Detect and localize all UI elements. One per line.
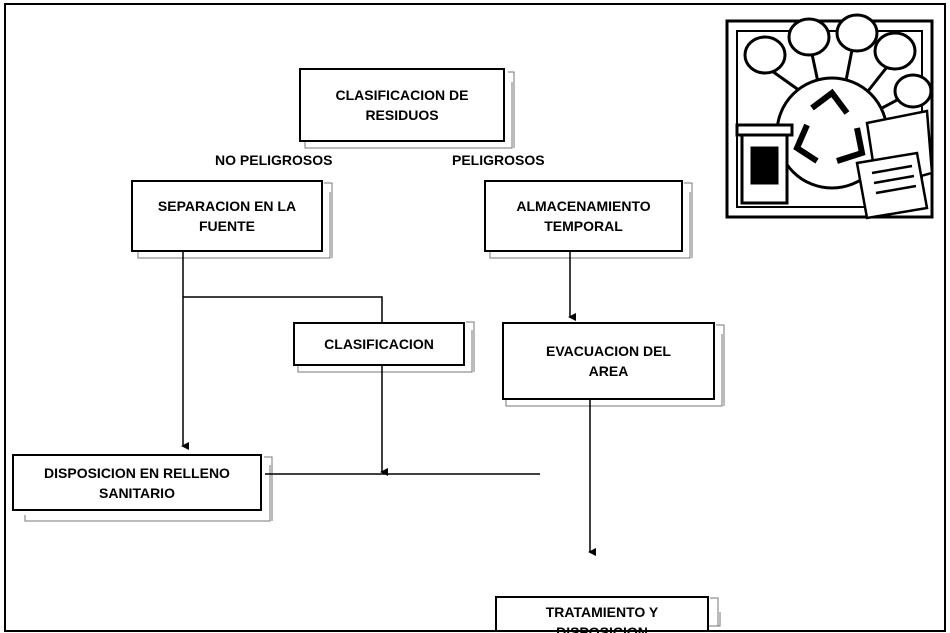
trash-can-icon (735, 123, 794, 205)
box-separacion-fuente: SEPARACION EN LA FUENTE (131, 180, 323, 252)
box-tratamiento-disposicion-label: TRATAMIENTO Y DISPOSICION (545, 604, 659, 633)
box-disposicion-relleno: DISPOSICION EN RELLENO SANITARIO (12, 454, 262, 511)
label-peligrosos: PELIGROSOS (452, 152, 545, 168)
box-clasificacion: CLASIFICACION (293, 322, 465, 366)
diagram-frame (4, 3, 946, 632)
box-clasificacion-residuos-label: CLASIFICACION DE RESIDUOS (335, 87, 469, 123)
box-separacion-fuente-label: SEPARACION EN LA FUENTE (157, 198, 297, 234)
box-evacuacion-area: EVACUACION DEL AREA (502, 322, 715, 400)
connector-separacion-clasificacion (183, 296, 383, 325)
recycling-illustration (725, 13, 934, 220)
connectors (181, 252, 596, 556)
box-clasificacion-label: CLASIFICACION (324, 336, 434, 352)
box-almacenamiento-temporal-label: ALMACENAMIENTO TEMPORAL (516, 198, 651, 234)
paper-icon (855, 109, 934, 220)
label-no-peligrosos: NO PELIGROSOS (215, 152, 333, 168)
box-disposicion-relleno-label: DISPOSICION EN RELLENO SANITARIO (44, 464, 230, 501)
box-tratamiento-disposicion: TRATAMIENTO Y DISPOSICION (495, 596, 709, 633)
box-almacenamiento-temporal: ALMACENAMIENTO TEMPORAL (484, 180, 683, 252)
box-clasificacion-residuos: CLASIFICACION DE RESIDUOS (299, 68, 505, 142)
box-evacuacion-area-label: EVACUACION DEL AREA (546, 343, 671, 379)
